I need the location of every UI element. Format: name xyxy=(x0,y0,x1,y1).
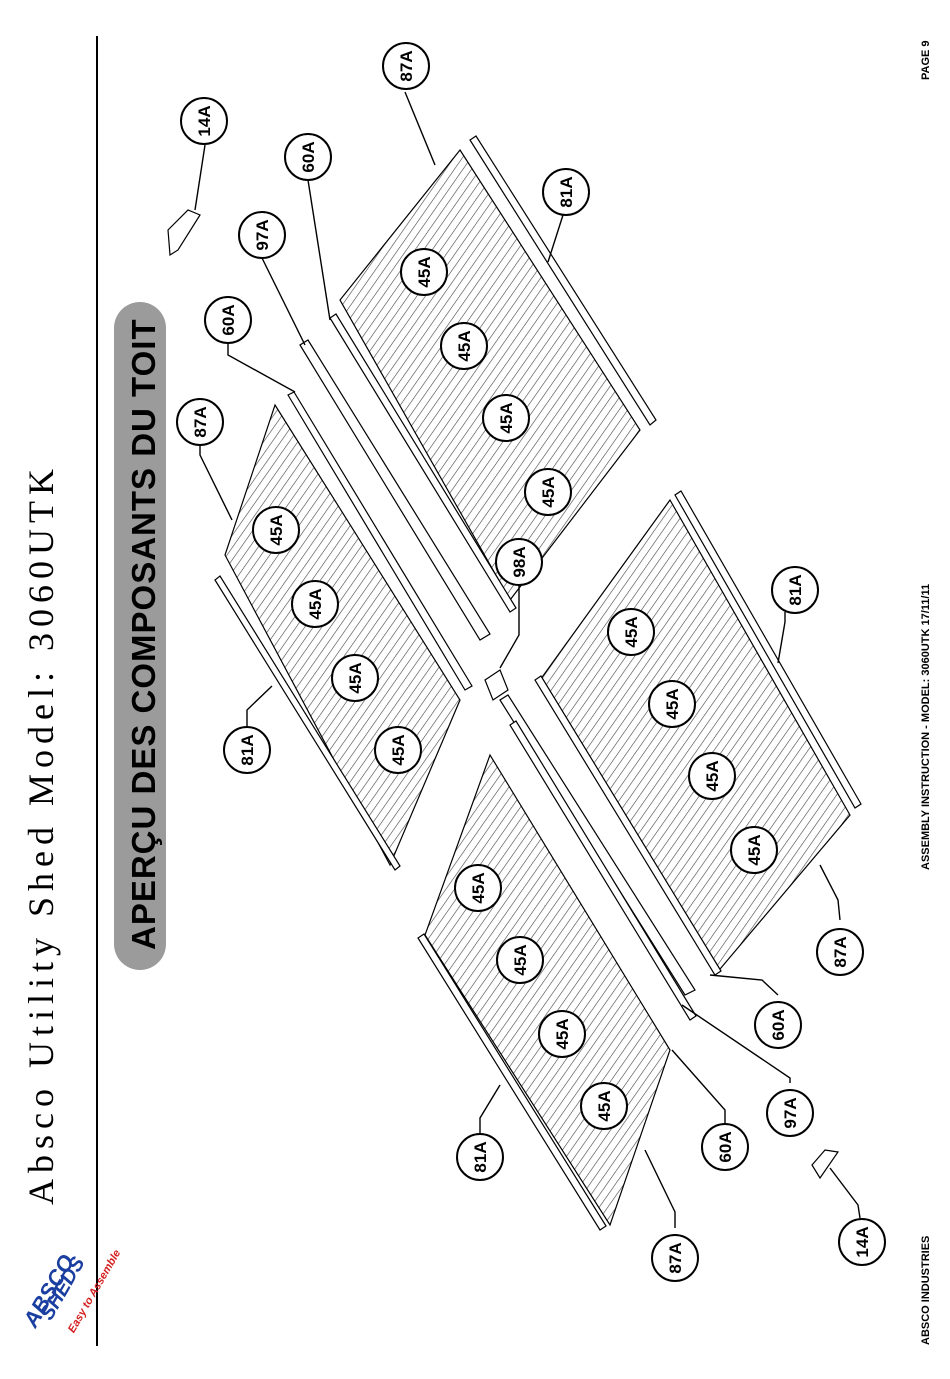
callout-45a-11: 45A xyxy=(689,753,735,799)
callout-label: 87A xyxy=(397,50,416,81)
callout-label: 45A xyxy=(469,872,488,903)
callout-label: 81A xyxy=(238,734,257,765)
callout-98a: 98A xyxy=(496,539,542,585)
callout-45a-14: 45A xyxy=(497,937,543,983)
callout-label: 45A xyxy=(745,834,764,865)
callout-60a-mid: 60A xyxy=(205,297,251,343)
callout-45a-8: 45A xyxy=(375,727,421,773)
callout-label: 45A xyxy=(455,330,474,361)
callout-label: 45A xyxy=(415,256,434,287)
callout-97a-bottom: 97A xyxy=(767,1090,813,1136)
callout-45a-13: 45A xyxy=(455,865,501,911)
callout-45a-3: 45A xyxy=(483,395,529,441)
callout-81a-left: 81A xyxy=(224,727,270,773)
callout-14a-bottom: 14A xyxy=(839,1219,885,1265)
callout-label: 81A xyxy=(786,574,805,605)
callout-81a-right: 81A xyxy=(772,567,818,613)
callout-81a-top: 81A xyxy=(543,169,589,215)
callout-label: 87A xyxy=(191,406,210,437)
callout-label: 45A xyxy=(497,402,516,433)
callout-87a-top: 87A xyxy=(383,43,429,89)
callout-45a-9: 45A xyxy=(608,609,654,655)
callout-label: 97A xyxy=(781,1097,800,1128)
callout-87a-left: 87A xyxy=(177,399,223,445)
callout-label: 14A xyxy=(195,105,214,136)
callout-87a-right: 87A xyxy=(817,929,863,975)
callout-60a-bottom: 60A xyxy=(702,1124,748,1170)
callout-label: 87A xyxy=(831,936,850,967)
callout-45a-4: 45A xyxy=(525,469,571,515)
callout-label: 45A xyxy=(539,476,558,507)
callout-87a-bottom: 87A xyxy=(652,1235,698,1281)
callout-81a-bottom: 81A xyxy=(457,1134,503,1180)
callout-label: 45A xyxy=(663,688,682,719)
callout-label: 81A xyxy=(557,176,576,207)
callout-label: 87A xyxy=(666,1242,685,1273)
callout-label: 45A xyxy=(389,734,408,765)
callout-60a-right: 60A xyxy=(755,1002,801,1048)
callout-60a-top: 60A xyxy=(285,134,331,180)
callout-label: 45A xyxy=(346,662,365,693)
callout-45a-7: 45A xyxy=(332,655,378,701)
callout-45a-2: 45A xyxy=(441,323,487,369)
callout-label: 45A xyxy=(306,588,325,619)
callout-label: 45A xyxy=(553,1018,572,1049)
callout-label: 81A xyxy=(471,1141,490,1172)
callout-label: 45A xyxy=(511,944,530,975)
callout-label: 45A xyxy=(267,514,286,545)
callout-45a-6: 45A xyxy=(292,581,338,627)
callout-label: 60A xyxy=(219,304,238,335)
callout-label: 45A xyxy=(622,616,641,647)
callout-45a-10: 45A xyxy=(649,681,695,727)
callout-label: 98A xyxy=(510,546,529,577)
callout-45a-16: 45A xyxy=(581,1083,627,1129)
callout-label: 60A xyxy=(299,141,318,172)
callout-label: 97A xyxy=(253,219,272,250)
callout-45a-5: 45A xyxy=(253,507,299,553)
callout-45a-12: 45A xyxy=(731,827,777,873)
callout-97a-top: 97A xyxy=(239,212,285,258)
callout-label: 60A xyxy=(716,1131,735,1162)
callout-14a-top: 14A xyxy=(181,98,227,144)
callout-label: 14A xyxy=(853,1226,872,1257)
callout-label: 45A xyxy=(703,760,722,791)
callout-label: 45A xyxy=(595,1090,614,1121)
callout-45a-1: 45A xyxy=(401,249,447,295)
callout-45a-15: 45A xyxy=(539,1011,585,1057)
callout-label: 60A xyxy=(769,1009,788,1040)
